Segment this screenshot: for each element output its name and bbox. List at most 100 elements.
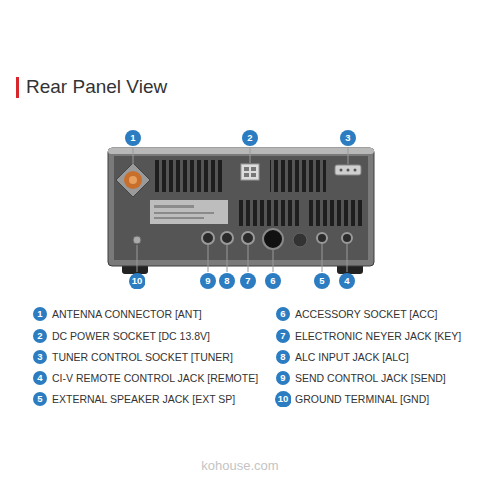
rating-sticker	[150, 200, 228, 224]
remote-jack	[342, 233, 352, 243]
sticker-mark	[154, 212, 214, 214]
callout-number: 1	[33, 307, 47, 321]
callout-number-text: 8	[280, 352, 285, 362]
vents	[152, 160, 222, 192]
callout-circle	[125, 130, 141, 146]
callout-number: 6	[276, 307, 290, 321]
callout-circle	[200, 273, 216, 289]
callout-number-text: 3	[37, 352, 42, 362]
sticker-mark	[154, 217, 204, 219]
callout-number: 3	[340, 130, 356, 146]
callout-number-text: 1	[130, 133, 135, 143]
callout-circle	[339, 273, 355, 289]
key-jack	[242, 232, 254, 244]
leader-line	[322, 244, 323, 272]
callout-number-text: 2	[247, 133, 252, 143]
alc-jack	[221, 232, 233, 244]
title-bar	[16, 77, 19, 98]
part-description: CI-V REMOTE CONTROL JACK [REMOTE]	[52, 371, 258, 385]
part-description: GROUND TERMINAL [GND]	[295, 392, 429, 406]
dc-pin	[251, 173, 256, 177]
callout-number-text: 7	[245, 276, 250, 286]
callout-number-text: 7	[280, 331, 285, 341]
callout-number: 5	[314, 273, 330, 289]
leader-line	[273, 250, 274, 272]
ground-terminal	[133, 236, 141, 244]
leader-line	[348, 147, 349, 164]
callout-number: 7	[240, 273, 256, 289]
callout-number: 9	[276, 371, 290, 385]
callout-circle	[219, 273, 235, 289]
vents	[306, 200, 362, 226]
callout-number-text: 4	[37, 373, 42, 383]
callout-number: 8	[219, 273, 235, 289]
sticker-mark	[154, 205, 194, 208]
callout-number-text: 9	[205, 276, 210, 286]
vents	[270, 160, 326, 192]
callout-number-text: 6	[270, 276, 275, 286]
callout-number: 8	[276, 350, 290, 364]
callout-number-text: 5	[319, 276, 324, 286]
dc-pin	[244, 167, 249, 171]
callout-number-text: 10	[132, 276, 143, 286]
callout-number: 5	[33, 392, 47, 406]
callout-number: 6	[265, 273, 281, 289]
callout-circle	[276, 307, 290, 321]
callout-number: 4	[339, 273, 355, 289]
callout-number-text: 6	[280, 309, 285, 319]
housing-top	[108, 148, 374, 154]
antenna-pin	[129, 176, 137, 184]
dc-pin	[251, 167, 256, 171]
callout-number-text: 5	[37, 394, 42, 404]
callout-number: 10	[275, 391, 292, 408]
callout-number-text: 9	[280, 373, 285, 383]
callout-number: 3	[33, 350, 47, 364]
callout-circle	[33, 329, 47, 343]
part-description: TUNER CONTROL SOCKET [TUNER]	[52, 350, 233, 364]
part-description: ALC INPUT JACK [ALC]	[295, 350, 409, 364]
callout-number-text: 10	[278, 394, 289, 404]
callout-circle	[314, 273, 330, 289]
callout-circle	[275, 391, 292, 408]
radio-body	[108, 148, 374, 274]
callout-circle	[129, 273, 146, 290]
callout-number-text: 3	[345, 133, 350, 143]
acc-socket	[263, 229, 283, 249]
part-description: EXTERNAL SPEAKER JACK [EXT SP]	[52, 392, 235, 406]
leader-line	[208, 245, 209, 272]
tuner-pin	[354, 169, 357, 172]
leader-line	[248, 245, 249, 272]
rear-face	[114, 156, 368, 260]
tuner-socket	[335, 165, 361, 175]
watermark: kohouse.com	[201, 458, 278, 474]
part-description: ANTENNA CONNECTOR [ANT]	[52, 307, 202, 321]
callout-circle	[276, 329, 290, 343]
leader-line	[133, 147, 134, 165]
callout-circle	[276, 371, 290, 385]
callout-circle	[276, 350, 290, 364]
callout-number-text: 1	[37, 309, 42, 319]
leader-line	[250, 147, 251, 163]
callout-number-text: 2	[37, 331, 42, 341]
callout-number: 2	[33, 329, 47, 343]
vents	[236, 200, 299, 226]
ext-sp-jack	[317, 233, 327, 243]
part-description: ELECTRONIC NEYER JACK [KEY]	[295, 329, 461, 343]
dc-socket	[241, 164, 259, 180]
callout-number: 1	[125, 130, 141, 146]
tuner-pin	[340, 169, 343, 172]
leader-line	[227, 245, 228, 272]
antenna-connector	[124, 171, 142, 189]
callout-number-text: 8	[224, 276, 229, 286]
callout-number: 2	[242, 130, 258, 146]
leader-line	[137, 245, 138, 272]
part-description: SEND CONTROL JACK [SEND]	[295, 371, 446, 385]
leader-line	[347, 244, 348, 272]
callout-number-text: 4	[344, 276, 349, 286]
callout-circle	[33, 350, 47, 364]
callout-number: 9	[200, 273, 216, 289]
knob	[293, 233, 307, 247]
callout-number: 10	[129, 273, 146, 290]
